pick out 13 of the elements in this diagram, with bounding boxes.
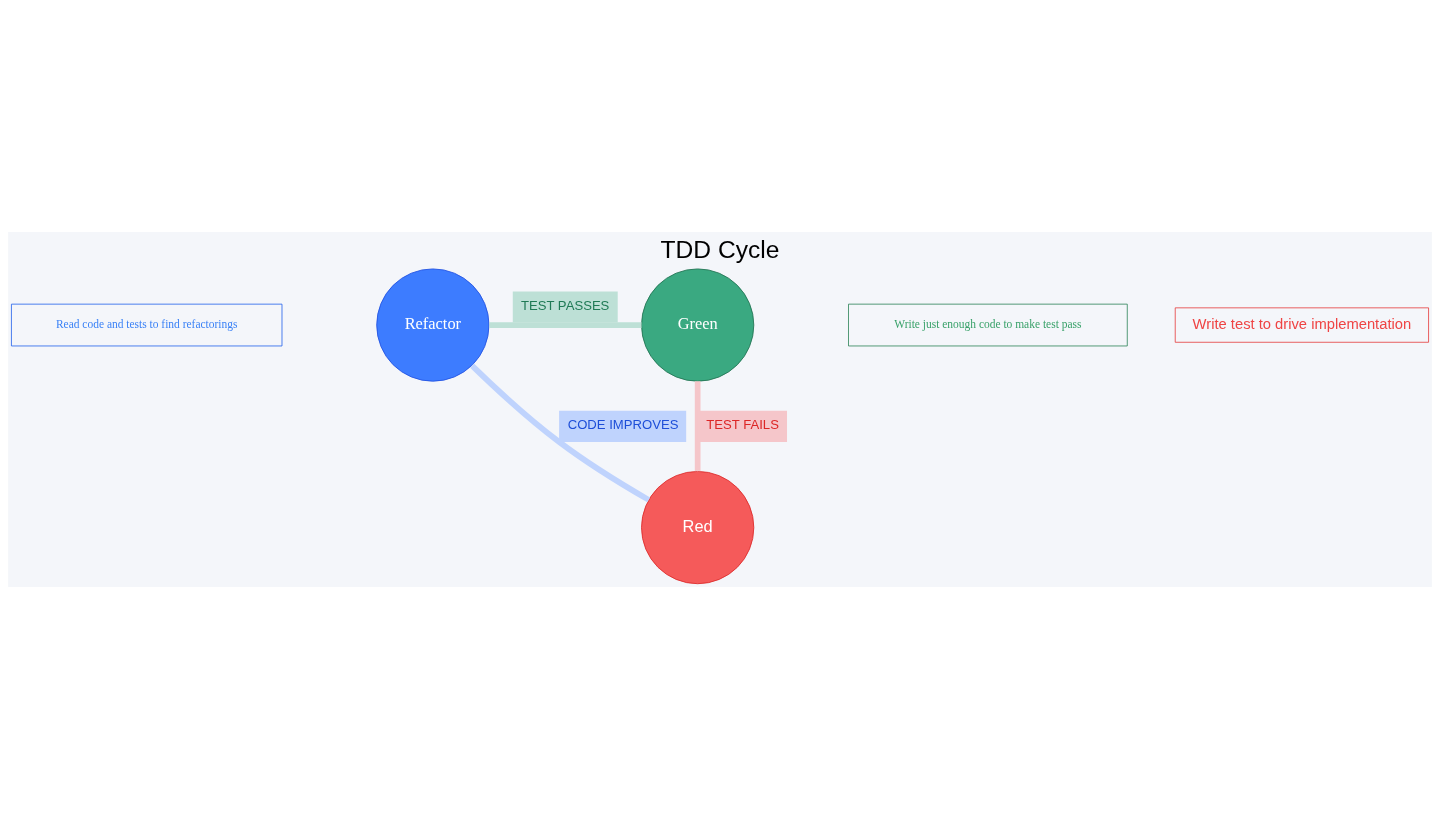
diagram-title: TDD Cycle [660, 236, 780, 264]
connector [489, 322, 642, 328]
node-circle: Green [641, 268, 755, 382]
node-circle: Red [641, 471, 755, 585]
node-box: Write test to drive implementation [1174, 307, 1429, 343]
node-circle: Refactor [376, 268, 490, 382]
connector [470, 363, 651, 503]
node-box: Write just enough code to make test pass [848, 303, 1128, 347]
connector [694, 381, 701, 472]
node-box: Read code and tests to find refactorings [11, 303, 283, 347]
edge-label: CODE IMPROVES [567, 417, 679, 433]
edge-label: TEST FAILS [706, 417, 779, 433]
edge-label: TEST PASSES [520, 298, 610, 314]
